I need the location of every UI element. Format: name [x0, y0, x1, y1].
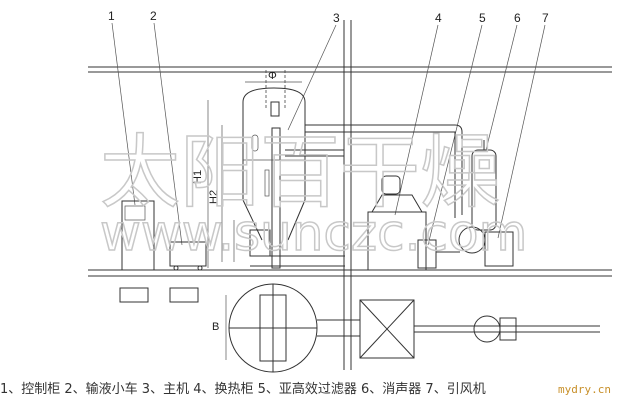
- legend-caption: 1、控制柜 2、输液小车 3、主机 4、换热柜 5、亚高效过滤器 6、消声器 7…: [0, 382, 486, 397]
- heat-exchanger-cabinet: [367, 175, 427, 271]
- dim-h1: H1: [192, 170, 204, 184]
- dim-b: B: [212, 321, 219, 333]
- callout-5: 5: [479, 11, 486, 25]
- control-cabinet: [121, 200, 155, 271]
- induced-draft-fan: [436, 226, 514, 267]
- callout-7: 7: [542, 11, 549, 25]
- sub-high-efficiency-filter: [417, 239, 437, 269]
- main-dryer: [242, 70, 463, 269]
- site-mark: mydry.cn: [558, 383, 611, 396]
- callout-4: 4: [435, 11, 442, 25]
- liquid-cart: [169, 241, 207, 271]
- callout-1: 1: [108, 9, 115, 23]
- callout-6: 6: [514, 11, 521, 25]
- dim-diameter: Φ: [268, 70, 277, 82]
- callout-2: 2: [150, 9, 157, 23]
- floor: [88, 269, 612, 277]
- cabinet-panel: [124, 205, 146, 221]
- building-column: [343, 20, 352, 370]
- muffler: [471, 140, 497, 231]
- dim-h2: H2: [208, 190, 220, 204]
- dimensions: Φ H1 H2 B: [192, 70, 302, 360]
- watermark: 太阳百干燥 www.sunczc.com: [99, 125, 528, 263]
- callouts: 1 2 3 4 5 6 7: [108, 9, 549, 246]
- ceiling-beam: [88, 66, 612, 73]
- svg-text:太阳百干燥: 太阳百干燥: [100, 126, 500, 219]
- callout-3: 3: [333, 11, 340, 25]
- plan-view: [119, 283, 600, 373]
- svg-text:www.sunczc.com: www.sunczc.com: [100, 204, 527, 262]
